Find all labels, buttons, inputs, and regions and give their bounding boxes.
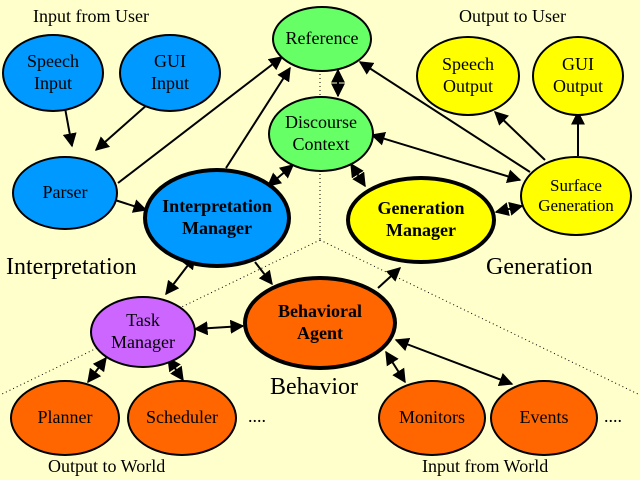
gui-output-node: GUI Output (532, 36, 624, 116)
behavioral-agent-node: Behavioral Agent (243, 276, 397, 370)
output-to-user-label: Output to User (459, 6, 566, 26)
reference-node: Reference (272, 6, 372, 72)
speech-output-node: Speech Output (416, 36, 520, 116)
parser-node: Parser (12, 156, 118, 230)
monitors-node: Monitors (378, 380, 486, 456)
generation-manager-node: Generation Manager (346, 176, 496, 264)
divider-right (319, 239, 640, 396)
discourse-context-node: Discourse Context (268, 96, 374, 172)
arrow-behavioral-monitors (385, 350, 406, 384)
arrow-speech-input-to-parser (62, 107, 77, 148)
arrow-parser-to-interp (114, 199, 148, 213)
arrows (62, 56, 585, 387)
arrow-discourse-interp (266, 164, 295, 187)
task-manager-node: Task Manager (90, 296, 196, 368)
output-to-world-label: Output to World (48, 456, 166, 476)
interpretation-region-label: Interpretation (6, 254, 137, 280)
arrow-interp-to-reference (225, 66, 291, 169)
input-from-user-label: Input from User (33, 6, 149, 26)
input-from-world-label: Input from World (422, 456, 549, 476)
arrow-surface-discourse (370, 131, 522, 184)
arrow-task-planner (87, 356, 107, 384)
events-node: Events (490, 380, 598, 456)
interpretation-manager-node: Interpretation Manager (143, 168, 291, 268)
arrow-interp-to-behavioral (254, 261, 273, 286)
more-inputs-ellipsis: .... (604, 406, 622, 426)
gui-input-node: GUI Input (119, 34, 221, 112)
speech-input-node: Speech Input (2, 34, 104, 112)
generation-region-label: Generation (486, 254, 593, 280)
arrow-surface-to-speech-output (493, 111, 546, 161)
planner-node: Planner (10, 380, 120, 456)
behavior-region-label: Behavior (270, 374, 358, 400)
more-outputs-ellipsis: .... (248, 406, 266, 426)
arrow-parser-to-reference (117, 56, 284, 184)
arrow-discourse-generation (350, 162, 366, 188)
arrow-behavioral-events (394, 337, 514, 387)
arrow-generation-surface (494, 202, 524, 216)
arrow-gui-input-to-parser (94, 103, 149, 151)
arrow-behavioral-to-generation (377, 267, 402, 289)
scheduler-node: Scheduler (127, 380, 237, 456)
surface-generation-node: Surface Generation (520, 156, 632, 236)
arrow-task-behavioral (193, 319, 245, 336)
divider-left (0, 239, 321, 396)
